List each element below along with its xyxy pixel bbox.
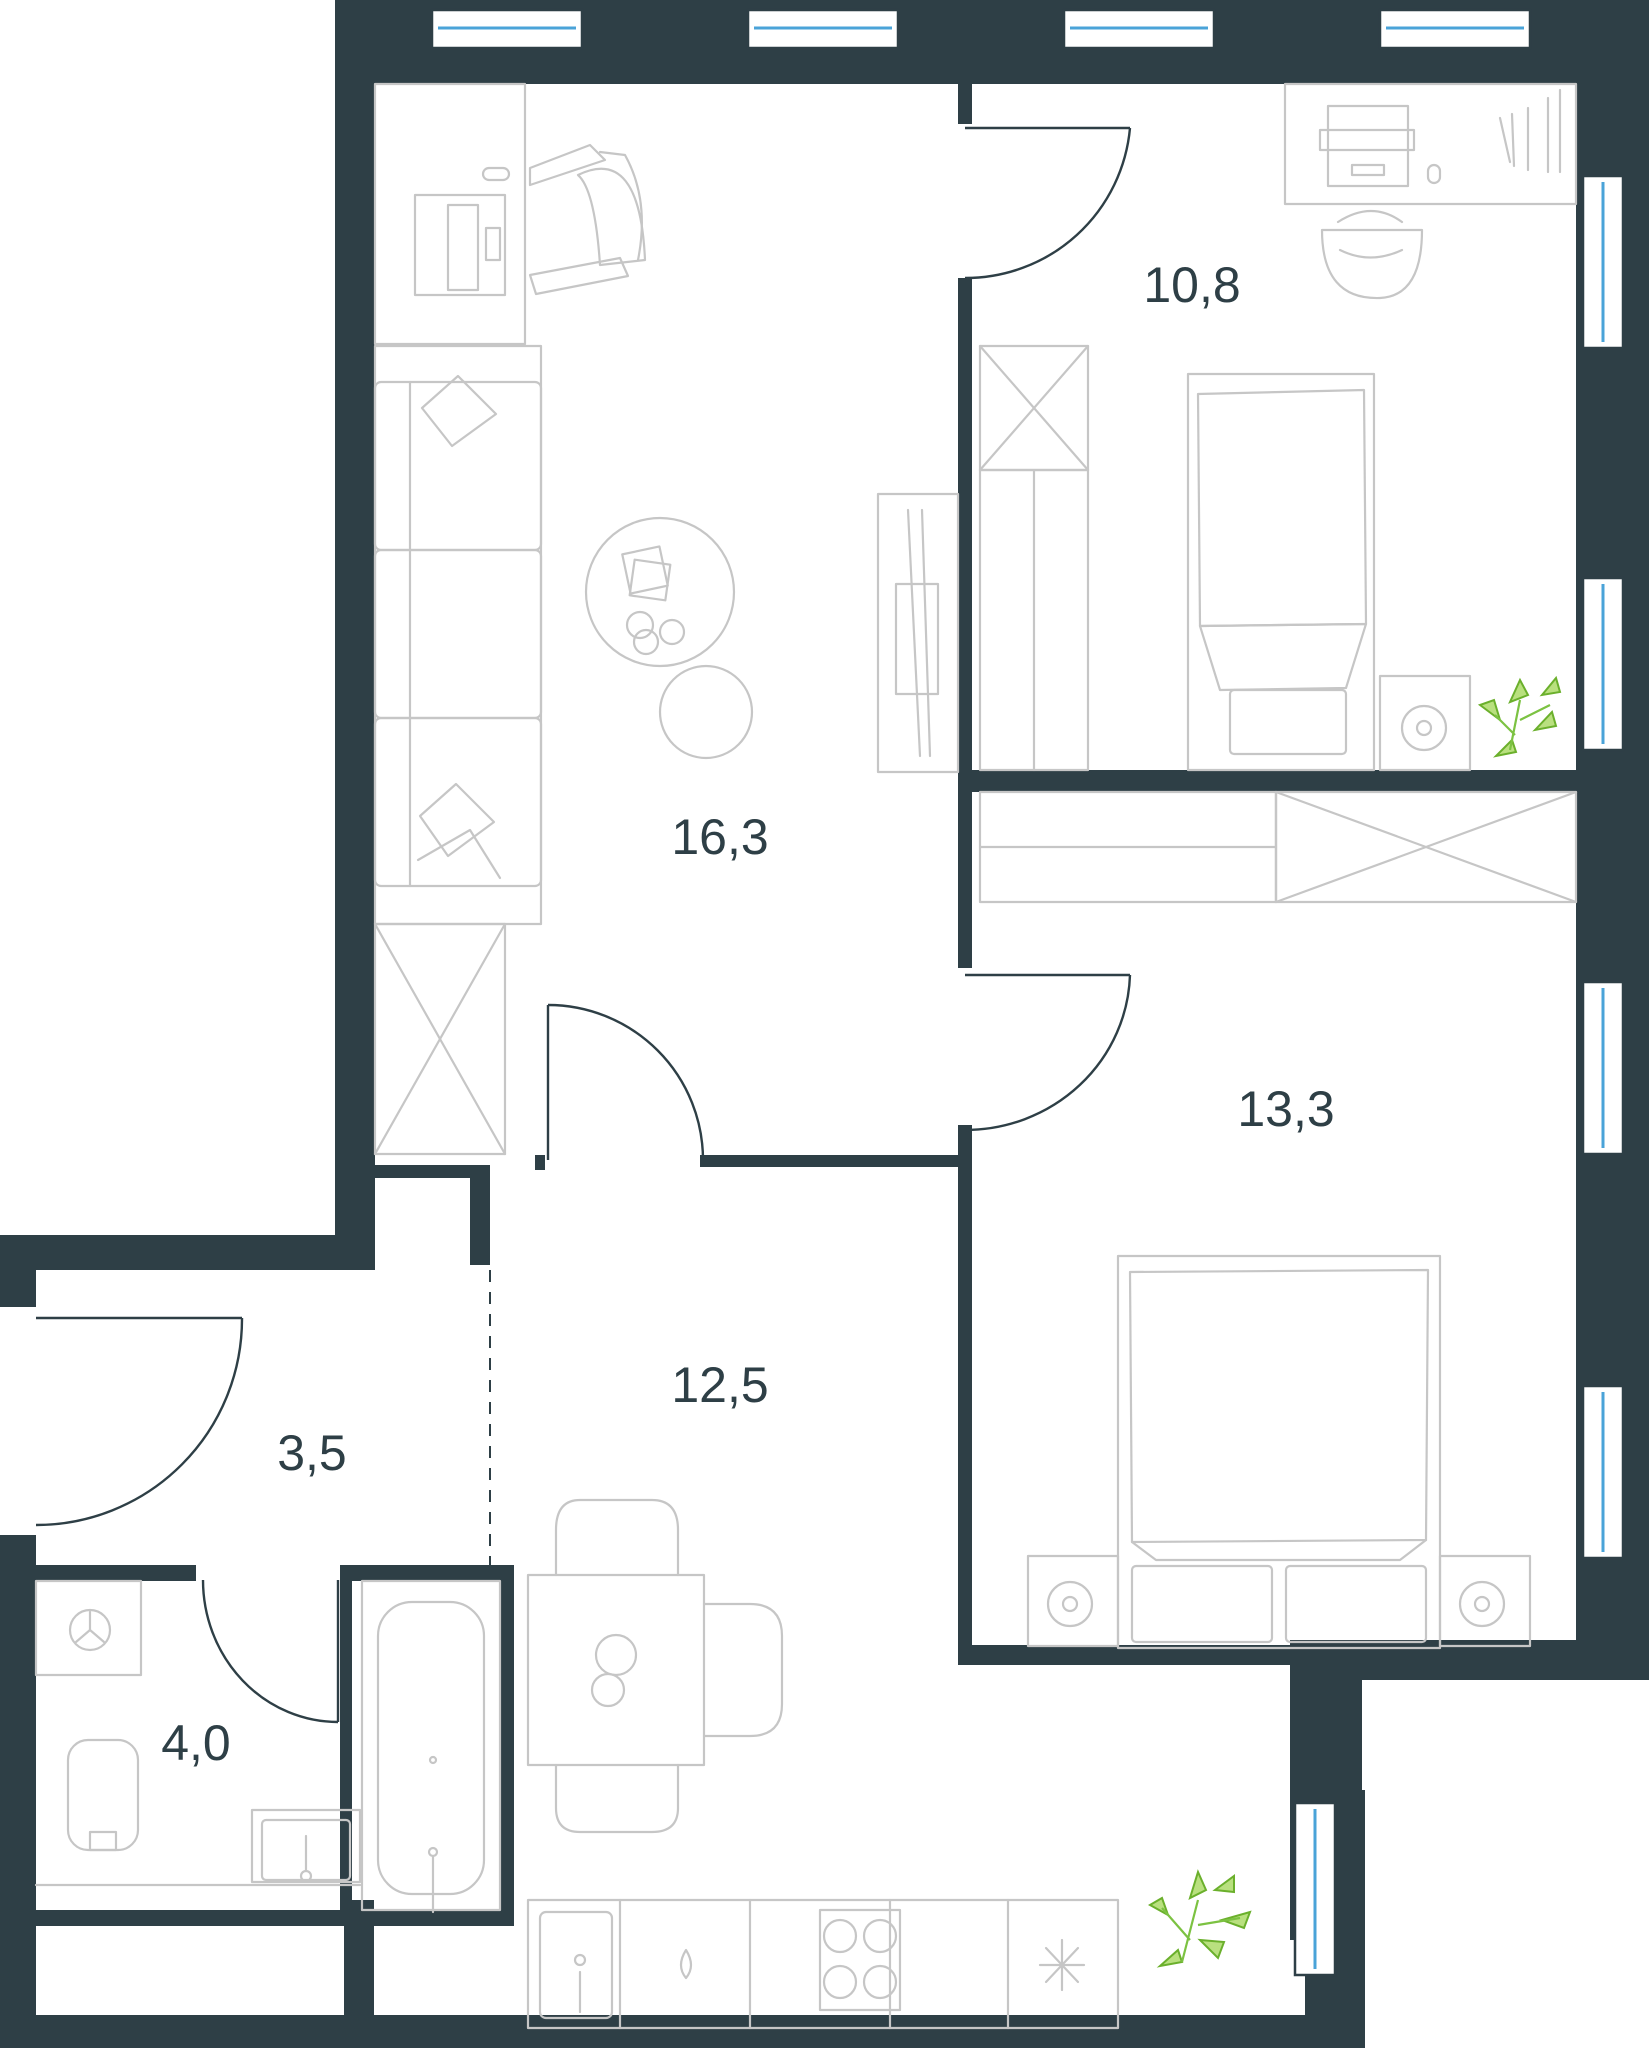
office-chair <box>528 143 647 296</box>
window-top-2 <box>746 8 900 50</box>
door-living <box>546 1003 705 1161</box>
tv-console <box>876 492 960 774</box>
window-right-1 <box>1581 174 1625 350</box>
coffee-table <box>584 516 754 760</box>
study-desk <box>1283 82 1578 206</box>
door-bathroom <box>201 1579 340 1724</box>
door-bedroom-small <box>964 126 1132 280</box>
plant-bedroom <box>1477 675 1562 758</box>
area-kitchen: 12,5 <box>671 1357 768 1413</box>
nightstand-left <box>1026 1554 1120 1648</box>
dining-chair-right <box>702 1602 784 1738</box>
window-right-3 <box>1581 980 1625 1156</box>
sofa <box>373 344 543 926</box>
washing-machine <box>34 1579 143 1677</box>
window-top-3 <box>1062 8 1216 50</box>
area-bathroom: 4,0 <box>161 1715 231 1771</box>
nightstand-small <box>1378 674 1472 772</box>
kitchen-counter <box>526 1898 1120 2030</box>
bedroom-large-furniture <box>978 790 1578 1650</box>
windows <box>430 8 1625 1977</box>
nightstand-right <box>1438 1554 1532 1648</box>
bedroom-small-furniture <box>978 82 1578 772</box>
dining-table <box>526 1573 706 1767</box>
plant-kitchen <box>1147 1869 1252 1968</box>
wardrobe-living <box>373 922 507 1156</box>
window-kitchen <box>1293 1801 1337 1977</box>
wardrobe-bedroom-small <box>978 344 1090 772</box>
bathroom-furniture <box>34 1579 502 1914</box>
sink <box>250 1808 362 1884</box>
double-bed <box>1116 1254 1442 1650</box>
dining-chair-top <box>554 1498 680 1577</box>
living-furniture <box>373 82 960 1156</box>
bathtub <box>360 1579 502 1914</box>
door-entrance <box>35 1316 244 1527</box>
wardrobe-bedroom-large <box>978 790 1578 904</box>
dining-chair-bottom <box>554 1763 680 1834</box>
area-bedroom-small: 10,8 <box>1143 257 1240 313</box>
window-right-2 <box>1581 576 1625 752</box>
window-top-1 <box>430 8 584 50</box>
desk <box>373 82 527 346</box>
single-bed <box>1186 372 1376 772</box>
area-labels: 16,3 10,8 13,3 12,5 3,5 4,0 <box>161 257 1334 1771</box>
area-living: 16,3 <box>671 809 768 865</box>
area-bedroom-large: 13,3 <box>1237 1081 1334 1137</box>
kitchen-furniture <box>526 1498 1252 2030</box>
area-hall: 3,5 <box>277 1425 347 1481</box>
window-top-4 <box>1378 8 1532 50</box>
doors <box>35 126 1132 1724</box>
toilet <box>66 1738 140 1852</box>
window-right-4 <box>1581 1384 1625 1560</box>
door-bedroom-large <box>964 973 1132 1132</box>
study-chair <box>1320 210 1424 300</box>
